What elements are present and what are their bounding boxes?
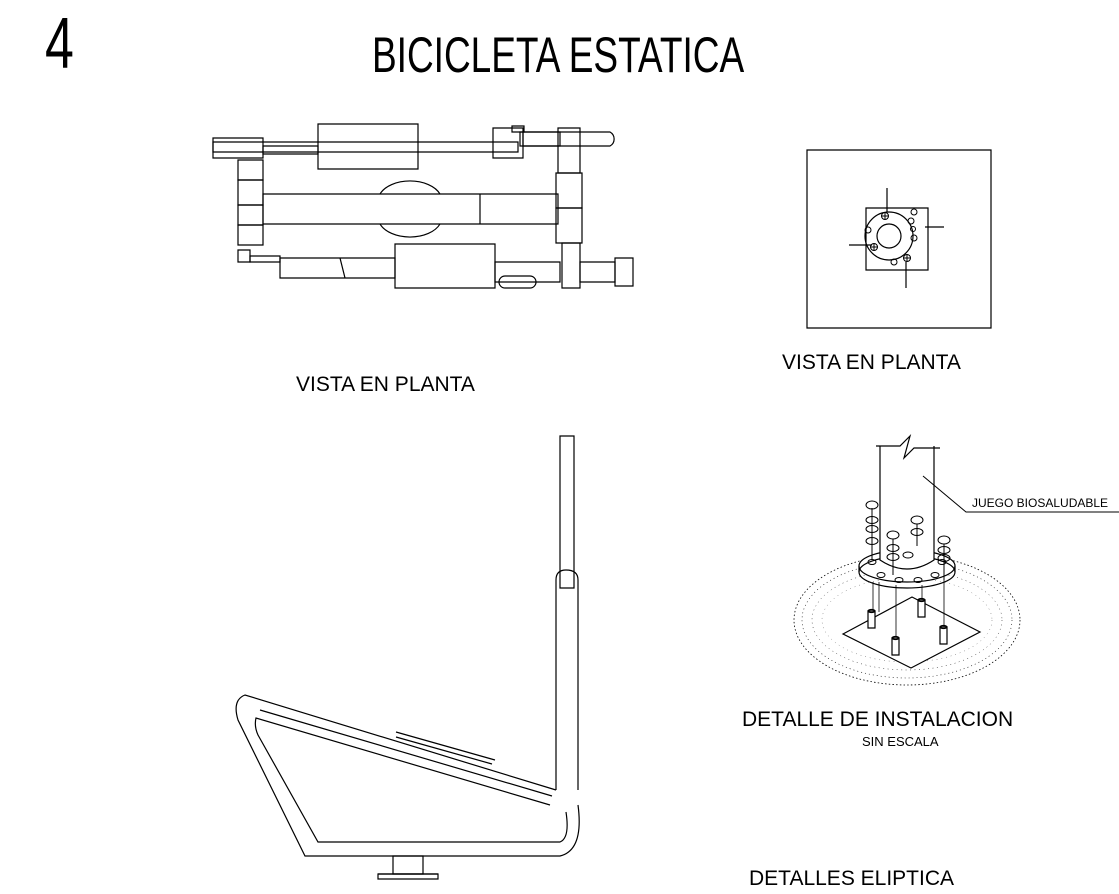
plan-main-caption: VISTA EN PLANTA bbox=[296, 373, 475, 396]
install-scale: SIN ESCALA bbox=[862, 734, 939, 749]
bicycle-elevation-view bbox=[236, 436, 579, 879]
sheet-title: BICICLETA ESTATICA bbox=[372, 27, 745, 83]
sheet-number: 4 bbox=[45, 4, 74, 84]
lower-pedal-block bbox=[395, 244, 495, 288]
main-frame-tube bbox=[263, 194, 558, 224]
bicycle-plan-view bbox=[213, 124, 633, 288]
upper-pedal-block bbox=[318, 124, 418, 169]
installation-detail bbox=[794, 436, 1119, 685]
install-caption: DETALLE DE INSTALACION bbox=[742, 708, 1014, 731]
install-callout: JUEGO BIOSALUDABLE bbox=[972, 496, 1109, 510]
base-plan-view bbox=[807, 150, 991, 328]
plan-base-caption: VISTA EN PLANTA bbox=[782, 351, 961, 374]
bottom-caption: DETALLES ELIPTICA bbox=[749, 867, 955, 890]
